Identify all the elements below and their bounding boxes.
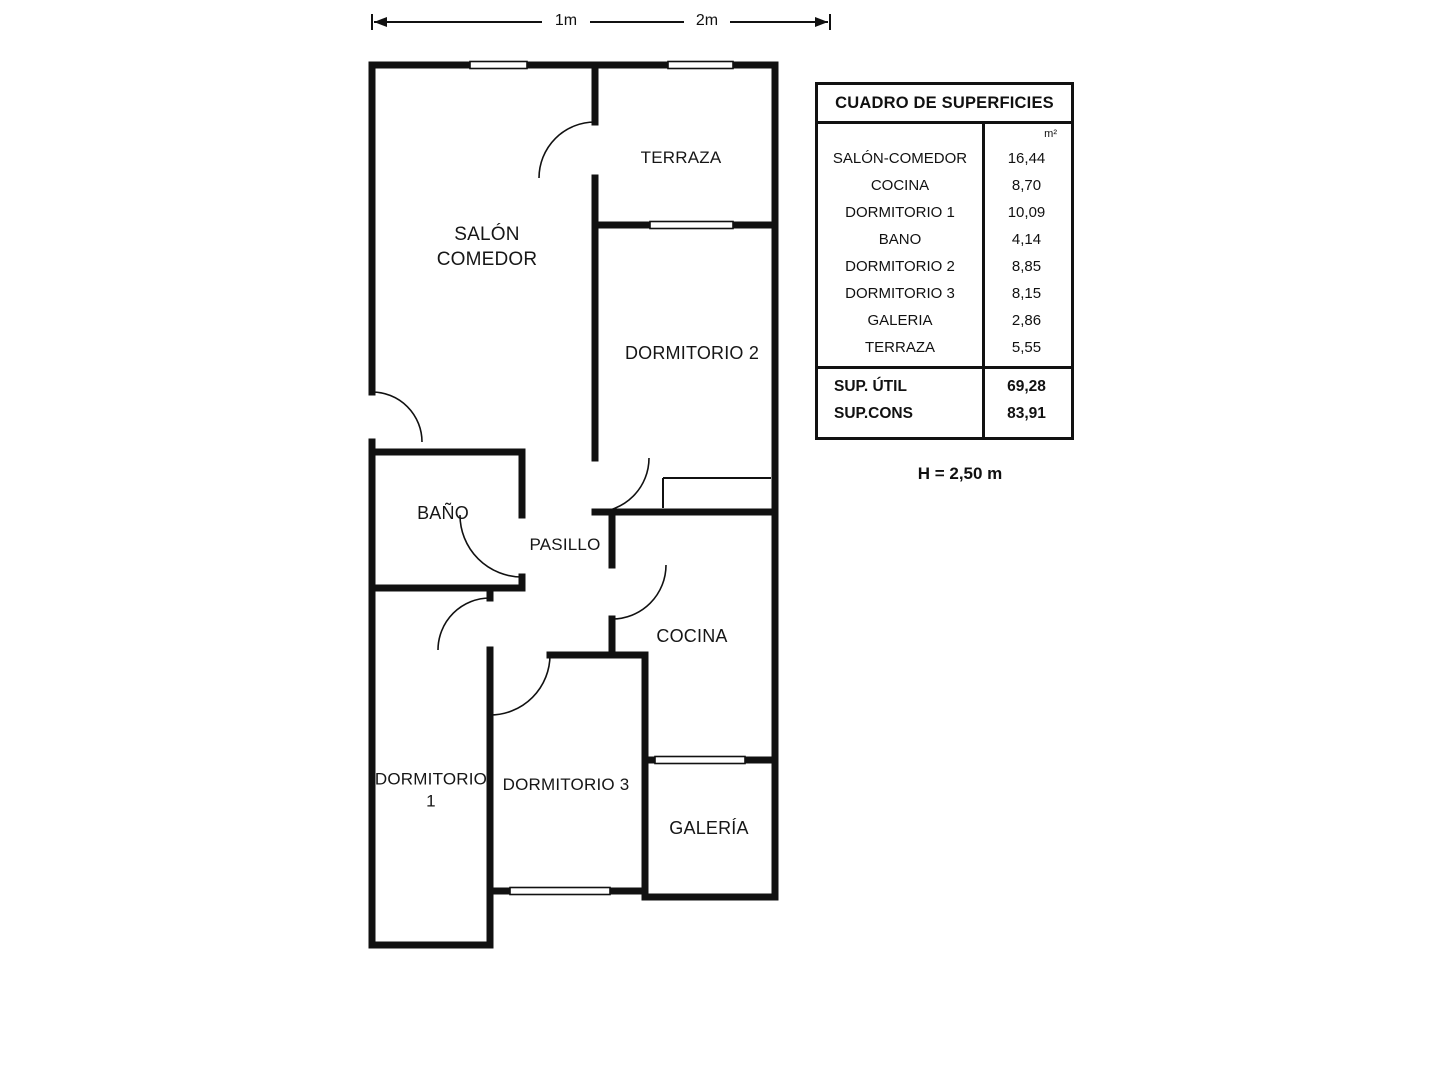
total-value: 69,28	[1007, 377, 1046, 395]
row-value: 5,55	[1011, 339, 1042, 356]
row-label: SALÓN-COMEDOR	[832, 150, 968, 167]
row-label: DORMITORIO 2	[845, 258, 955, 275]
row-value: 2,86	[1011, 312, 1042, 329]
scale-arrow-right-icon	[815, 17, 828, 27]
door-bano	[459, 514, 523, 578]
row-label: GALERIA	[867, 312, 933, 329]
scale-label-2m: 2m	[695, 12, 719, 29]
closet-outline	[662, 477, 771, 508]
row-value: 8,85	[1011, 258, 1042, 275]
window-terraza-top	[667, 60, 734, 70]
door-dormitorio2	[594, 457, 650, 513]
door-terraza	[538, 121, 596, 179]
door-dormitorio1	[437, 597, 491, 651]
room-label-pasillo: PASILLO	[529, 534, 601, 554]
table-totals-divider	[818, 366, 1071, 369]
row-value: 8,70	[1011, 177, 1042, 194]
row-label: TERRAZA	[864, 339, 935, 356]
door-entrance	[371, 391, 423, 443]
door-cocina	[611, 564, 667, 620]
walls	[368, 61, 779, 949]
window-galeria	[654, 755, 746, 765]
table-total-row: SUP.CONS 83,91	[818, 400, 1071, 427]
row-label: COCINA	[870, 177, 930, 194]
row-label: DORMITORIO 3	[845, 285, 955, 302]
room-label-dormitorio-2: DORMITORIO 2	[624, 343, 760, 364]
row-value: 8,15	[1011, 285, 1042, 302]
table-title: CUADRO DE SUPERFICIES	[818, 85, 1071, 124]
row-value: 16,44	[1007, 150, 1046, 167]
total-value: 83,91	[1007, 404, 1046, 422]
row-label: BANO	[878, 231, 922, 248]
window-dormitorio2	[649, 220, 734, 230]
table-unit-label: m²	[1044, 128, 1057, 140]
room-label-terraza: TERRAZA	[640, 147, 722, 167]
doors	[371, 121, 667, 716]
table-body: m² SALÓN-COMEDOR 16,44 COCINA 8,70 DORMI…	[818, 124, 1071, 437]
table-row: TERRAZA 5,55	[818, 334, 1071, 361]
table-row: SALÓN-COMEDOR 16,44	[818, 145, 1071, 172]
scale-arrow-left-icon	[374, 17, 387, 27]
table-total-row: SUP. ÚTIL 69,28	[818, 373, 1071, 400]
door-dormitorio3	[489, 654, 551, 716]
table-row: DORMITORIO 3 8,15	[818, 280, 1071, 307]
scale-bar	[371, 14, 831, 30]
table-row: COCINA 8,70	[818, 172, 1071, 199]
row-value: 10,09	[1007, 204, 1046, 221]
room-label-salon-comedor: SALÓN COMEDOR	[436, 223, 538, 270]
room-label-dormitorio-3: DORMITORIO 3	[502, 774, 630, 794]
windows	[469, 60, 746, 896]
row-label: DORMITORIO 1	[845, 204, 955, 221]
room-label-dormitorio-1: DORMITORIO 1	[374, 769, 488, 811]
room-label-cocina: COCINA	[656, 626, 728, 647]
room-label-bano: BAÑO	[417, 503, 469, 524]
row-value: 4,14	[1011, 231, 1042, 248]
table-row: BANO 4,14	[818, 226, 1071, 253]
table-row: DORMITORIO 2 8,85	[818, 253, 1071, 280]
scale-label-1m: 1m	[554, 12, 578, 29]
surface-table: CUADRO DE SUPERFICIES m² SALÓN-COMEDOR 1…	[815, 82, 1074, 440]
window-dormitorio3	[509, 886, 611, 896]
room-label-galeria: GALERÍA	[669, 818, 749, 839]
table-row: DORMITORIO 1 10,09	[818, 199, 1071, 226]
total-label: SUP.CONS	[834, 404, 913, 422]
ceiling-height-note: H = 2,50 m	[917, 464, 1003, 483]
window-salon-top	[469, 60, 528, 70]
table-row: GALERIA 2,86	[818, 307, 1071, 334]
total-label: SUP. ÚTIL	[834, 377, 907, 395]
